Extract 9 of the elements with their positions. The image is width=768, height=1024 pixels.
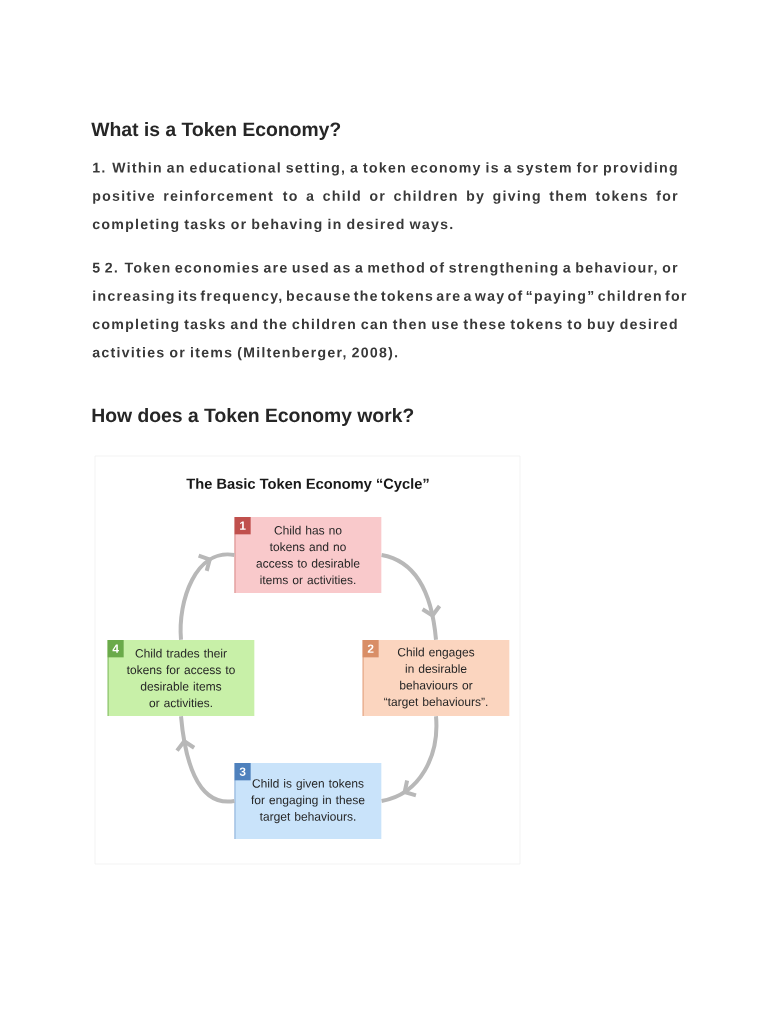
step-box: Child is given tokens for engaging in these target behaviours. 3 [234,763,382,839]
step-box: Child engages in desirable behaviours or “target behaviours”. 2 [362,640,510,716]
paragraph: 1. Within an educational setting, a token economy is a system for providing positive reinforcement to a child or children by giving them tokens for completing tasks or behaving in desired ways. [92,162,678,233]
paragraph: 5 2. Token economies are used as a method of strengthening a behaviour, or increasing its frequency, because the tokens are a way of “paying” children for completing tasks and the children can then use these tokens to buy desired activities or items (Miltenberger, 2008). [92,262,687,361]
step-box: Child has no tokens and no access to desirable items or activities. 1 [234,517,382,593]
heading: How does a Token Economy work? [92,408,414,426]
heading: What is a Token Economy? [91,122,341,140]
step-box: Child trades their tokens for access to desirable items or activities. 4 [107,640,255,716]
figure-title: The Basic Token Economy “Cycle” [186,478,429,492]
